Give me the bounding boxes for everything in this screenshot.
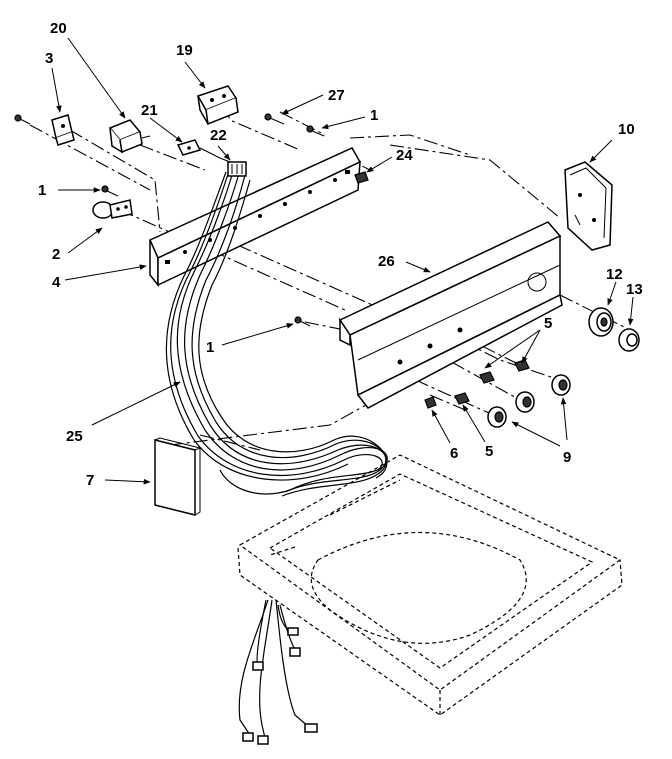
part-27-screw [264, 113, 285, 125]
callout-2: 2 [52, 246, 60, 263]
callout-21: 21 [141, 102, 158, 119]
part-1-screw-upper [306, 125, 325, 137]
part-10-endcap [564, 161, 613, 251]
callout-26: 26 [378, 253, 395, 270]
callout-12: 12 [606, 266, 623, 283]
callout-20: 20 [50, 20, 67, 37]
callout-1-upper: 1 [370, 107, 378, 124]
part-19-block [196, 85, 239, 126]
part-22-connector [227, 161, 247, 177]
console-panel [338, 221, 563, 409]
wire-harness [165, 164, 388, 497]
callout-4: 4 [52, 274, 61, 291]
washer-top-outline [237, 454, 623, 716]
leader-arrows [51, 37, 634, 485]
part-2-switch [92, 199, 133, 219]
part-20-switch [108, 119, 151, 154]
callout-13: 13 [626, 281, 643, 298]
part-21-plate [176, 139, 231, 163]
callout-19: 19 [176, 42, 193, 59]
mounting-rail [149, 147, 362, 288]
callout-5-lower: 5 [485, 443, 493, 460]
callout-22: 22 [210, 127, 227, 144]
callout-3: 3 [45, 50, 53, 67]
harness-terminals [238, 599, 318, 745]
callout-1-left: 1 [38, 182, 46, 199]
part-12-knob-base [588, 307, 614, 337]
part-1-screw-middle [294, 316, 311, 327]
callout-labels: 20 19 3 27 1 21 10 22 24 1 2 26 12 13 4 … [38, 20, 643, 489]
callout-9: 9 [563, 449, 571, 466]
callout-1-middle: 1 [206, 339, 214, 356]
callout-25: 25 [66, 428, 83, 445]
part-9-knobs [487, 374, 571, 428]
callout-10: 10 [618, 121, 635, 138]
part-13-knob [618, 328, 640, 352]
callout-7: 7 [86, 472, 94, 489]
part-6-clip [424, 396, 437, 409]
callout-5-upper: 5 [544, 315, 552, 332]
part-24-clip [354, 171, 369, 184]
callout-6: 6 [450, 445, 458, 462]
callout-27: 27 [328, 87, 345, 104]
part-3-bracket [51, 114, 75, 146]
callout-24: 24 [396, 147, 413, 164]
part-7-card [154, 437, 202, 516]
part-screw-left [14, 114, 31, 125]
part-1-screw-left [101, 185, 119, 197]
